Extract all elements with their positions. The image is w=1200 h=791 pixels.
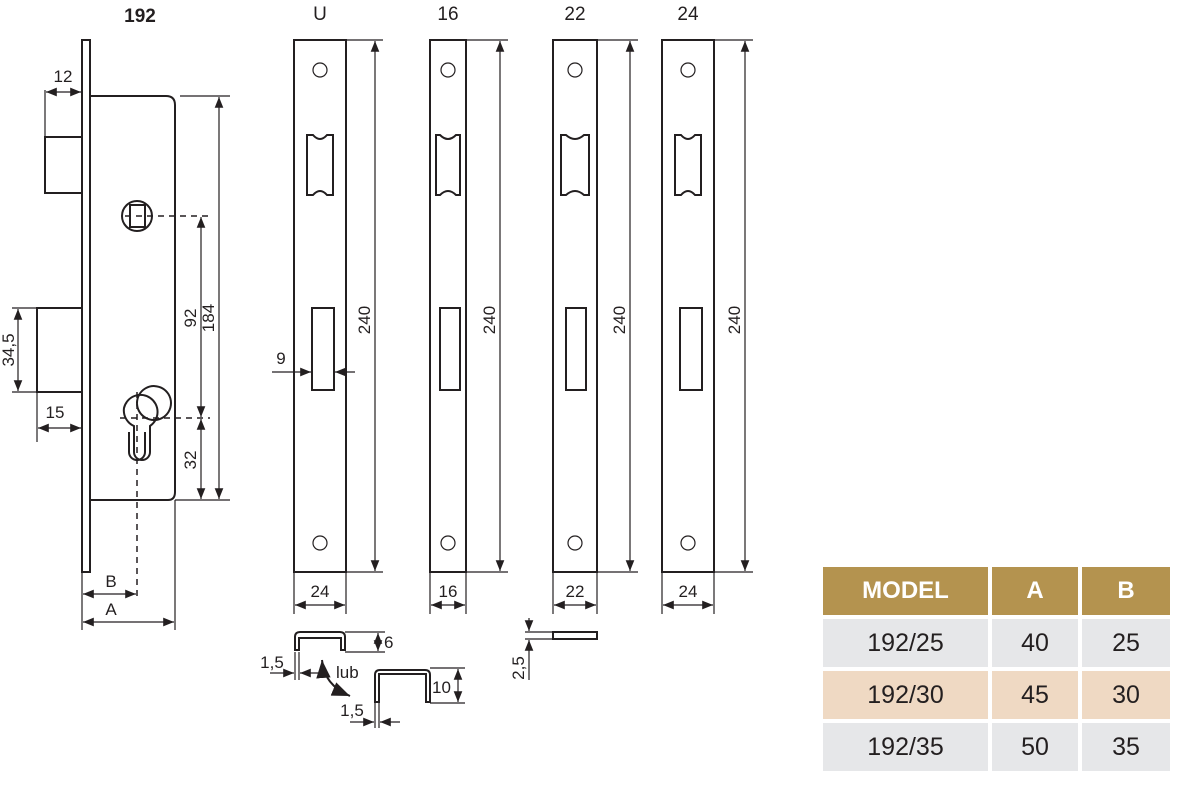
dim-B: B bbox=[105, 572, 116, 591]
cell-model: 192/35 bbox=[823, 723, 988, 771]
table-row: 192/30 45 30 bbox=[823, 671, 1170, 719]
cell-a: 45 bbox=[992, 671, 1078, 719]
dim-1-5-large: 1,5 bbox=[340, 701, 364, 720]
strike-plate-U: U 9 bbox=[272, 4, 355, 573]
or-label: lub bbox=[336, 663, 359, 682]
plate-label: 16 bbox=[437, 4, 458, 25]
profile-sections: 6 1,5 lub 10 1,5 2,5 bbox=[260, 618, 598, 728]
dim-A: A bbox=[105, 600, 117, 619]
dim-1-5-small: 1,5 bbox=[260, 653, 284, 672]
dim-height: 240 bbox=[480, 306, 499, 334]
cell-b: 35 bbox=[1082, 723, 1170, 771]
dim-12: 12 bbox=[54, 67, 73, 86]
dim-width: 16 bbox=[439, 582, 458, 601]
table-row: 192/35 50 35 bbox=[823, 723, 1170, 771]
strike-plate-24: 24 bbox=[661, 4, 715, 573]
dim-34-5: 34,5 bbox=[0, 333, 18, 366]
dim-10: 10 bbox=[432, 678, 451, 697]
dim-184: 184 bbox=[199, 304, 218, 332]
dim-2-5: 2,5 bbox=[509, 656, 528, 680]
plate-label: U bbox=[313, 4, 327, 25]
model-table: MODEL A B 192/25 40 25 192/30 45 30 192/… bbox=[819, 563, 1174, 775]
dim-height: 240 bbox=[725, 306, 744, 334]
dim-width: 24 bbox=[311, 582, 330, 601]
dim-6: 6 bbox=[384, 633, 393, 652]
plate-label: 22 bbox=[564, 4, 585, 25]
dim-32: 32 bbox=[181, 451, 200, 470]
strike-plate-22: 22 bbox=[552, 4, 598, 573]
dim-width: 24 bbox=[679, 582, 698, 601]
cell-b: 25 bbox=[1082, 619, 1170, 667]
lock-model-title: 192 bbox=[124, 6, 156, 27]
header-a: A bbox=[992, 567, 1078, 615]
strike-plate-16: 16 bbox=[429, 4, 467, 573]
dim-15: 15 bbox=[46, 403, 65, 422]
header-model: MODEL bbox=[823, 567, 988, 615]
faceplate bbox=[81, 39, 91, 573]
cell-model: 192/25 bbox=[823, 619, 988, 667]
dim-slot: 9 bbox=[276, 349, 285, 368]
table-row: 192/25 40 25 bbox=[823, 619, 1170, 667]
cell-a: 40 bbox=[992, 619, 1078, 667]
dim-height: 240 bbox=[610, 306, 629, 334]
lock-case bbox=[90, 95, 176, 501]
cell-a: 50 bbox=[992, 723, 1078, 771]
dim-height: 240 bbox=[355, 306, 374, 334]
latch bbox=[44, 136, 83, 194]
strike-plate-dimensions: 240 24 240 16 240 22 240 24 bbox=[293, 39, 753, 614]
dim-92: 92 bbox=[181, 309, 200, 328]
dim-width: 22 bbox=[566, 582, 585, 601]
lock-body-drawing: 192 92 184 32 12 34,5 15 B A bbox=[0, 6, 230, 630]
header-b: B bbox=[1082, 567, 1170, 615]
cell-b: 30 bbox=[1082, 671, 1170, 719]
plate-label: 24 bbox=[677, 4, 699, 25]
cell-model: 192/30 bbox=[823, 671, 988, 719]
deadbolt bbox=[36, 307, 83, 393]
table-header: MODEL A B bbox=[823, 567, 1170, 615]
